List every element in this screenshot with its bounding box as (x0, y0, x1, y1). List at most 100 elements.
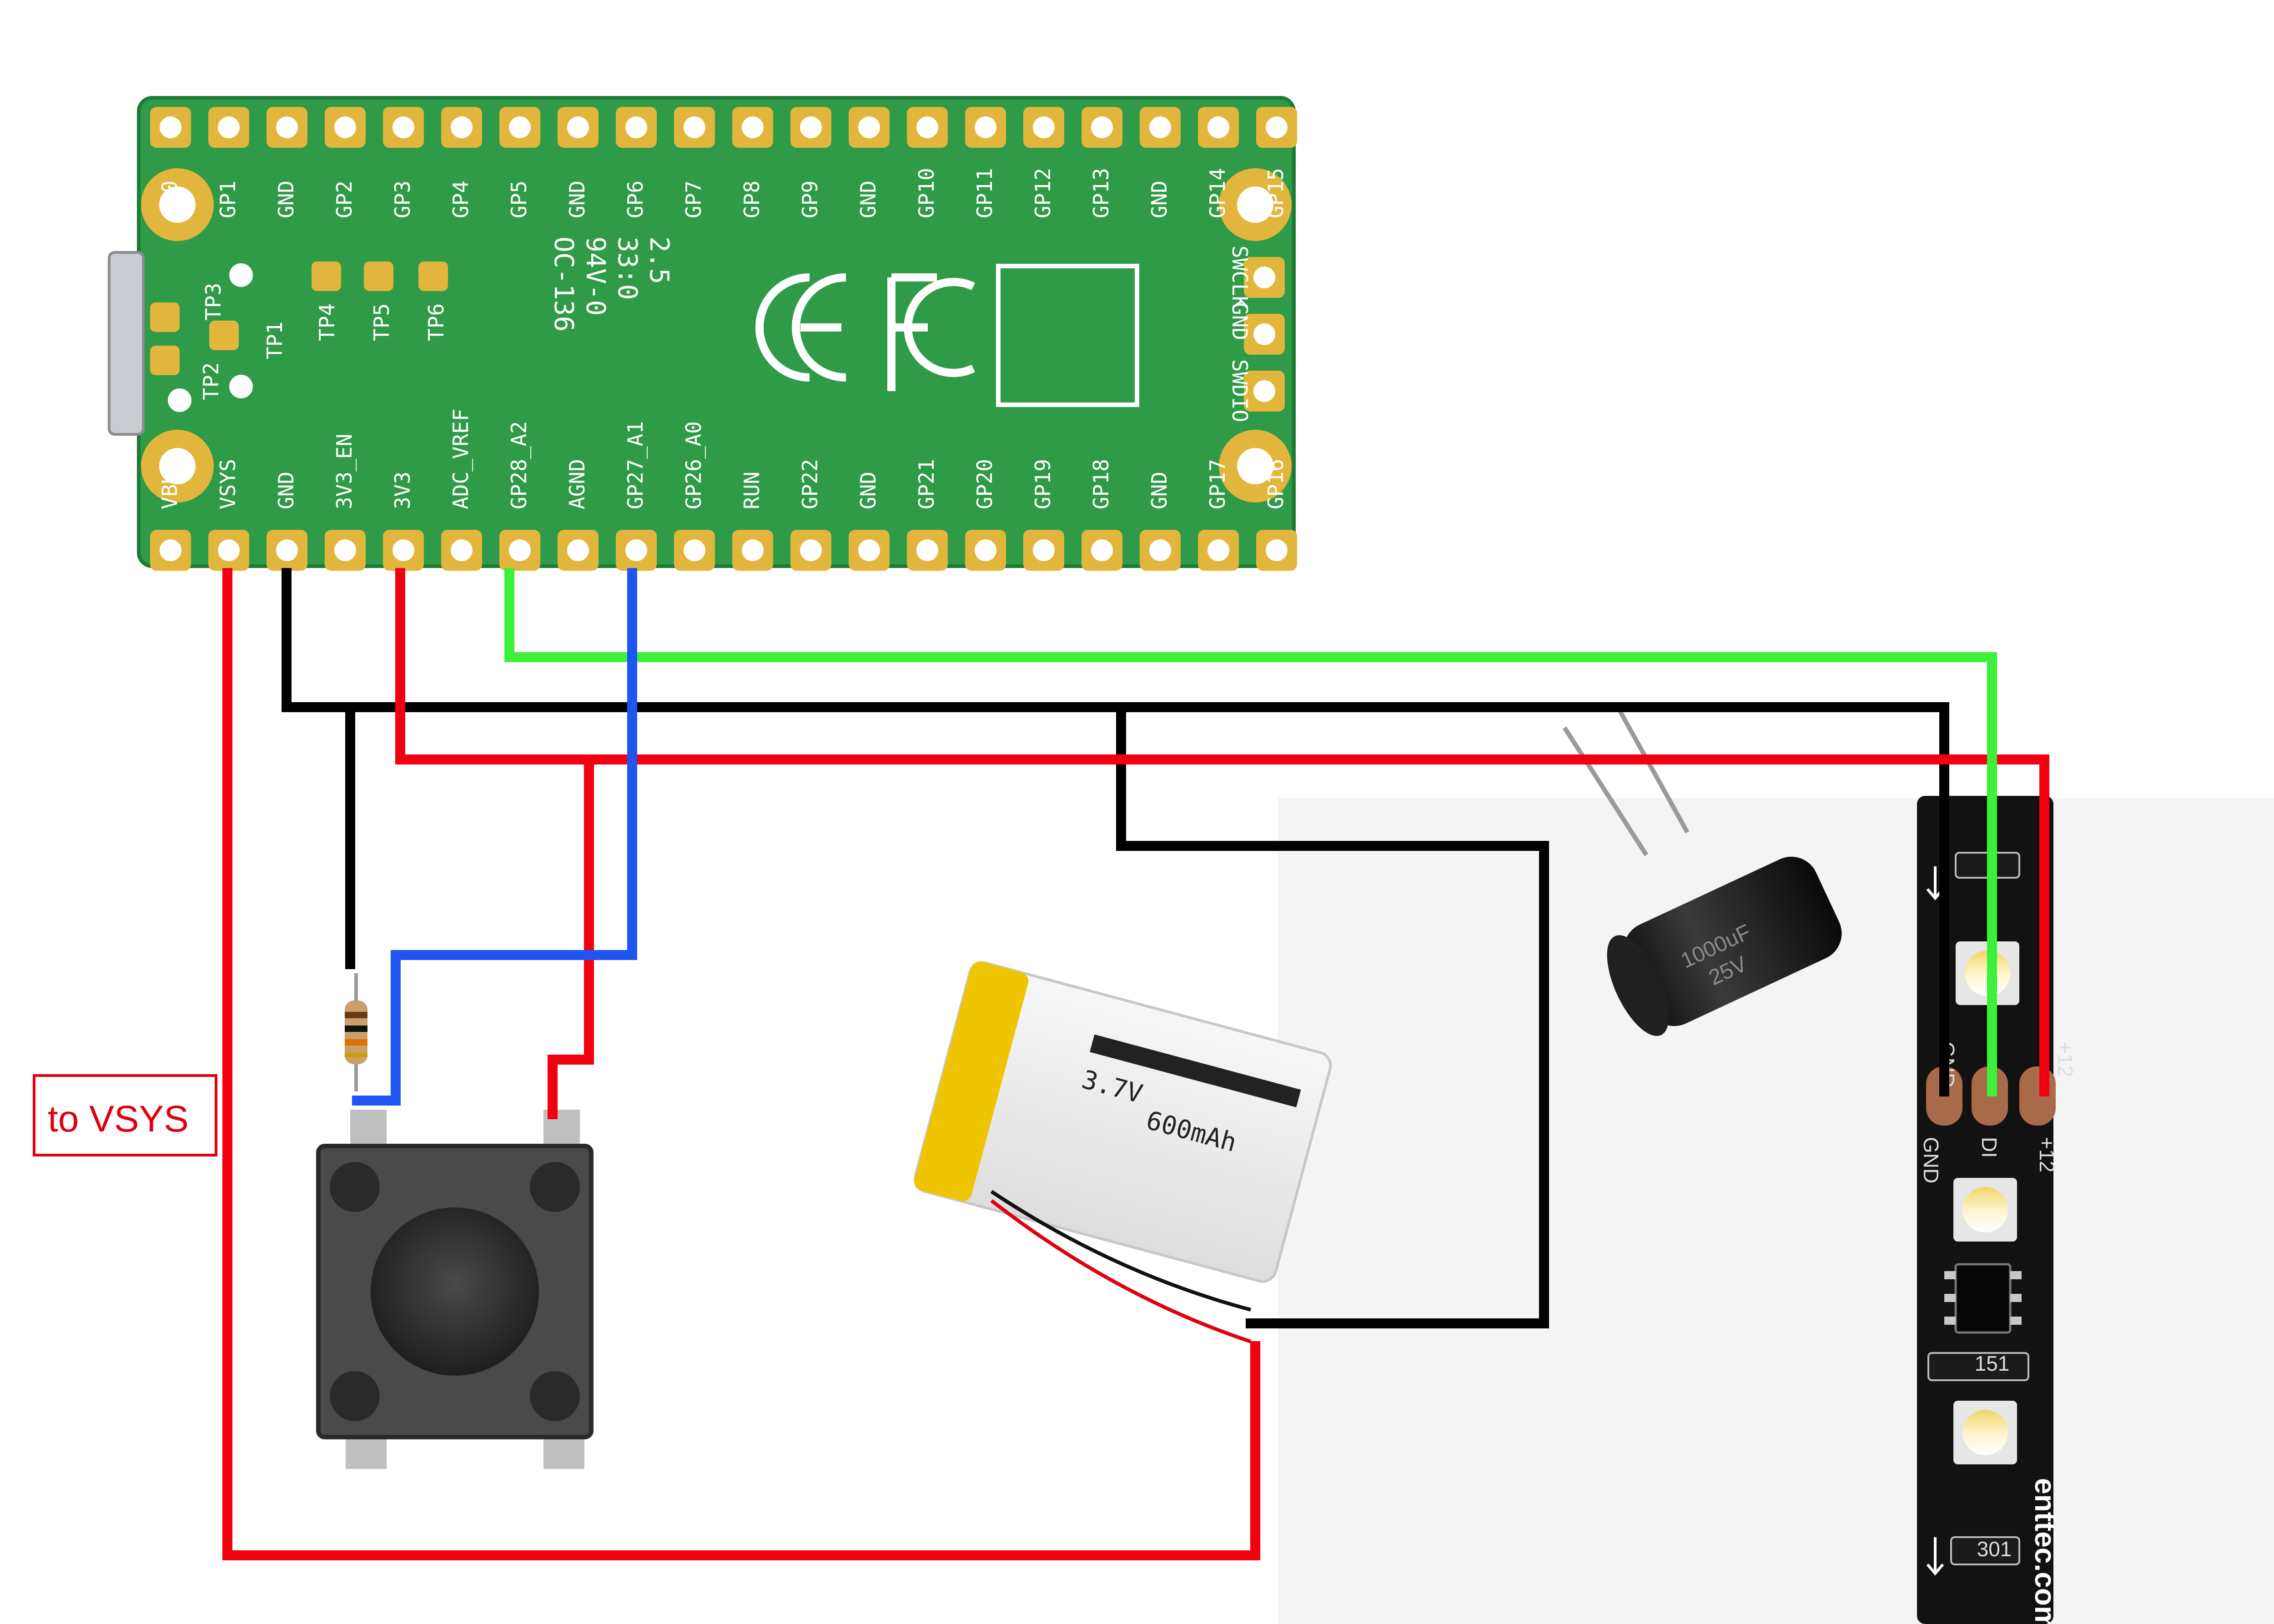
debug-pin-label: SWDIO (1228, 359, 1252, 422)
capacitor: 1000uF 25V (1562, 708, 1842, 1036)
silkscreen-text: OC-136 94V-0 33:0 2.5 (548, 236, 675, 332)
test-point-label: TP6 (424, 303, 448, 341)
pin-hole (1149, 116, 1171, 138)
test-point-label: TP5 (369, 303, 394, 341)
pin-label: GP0 (157, 181, 182, 218)
pin-label: GND (274, 472, 298, 509)
pin-hole (1033, 539, 1055, 561)
debug-pin-label: GND (1228, 302, 1252, 340)
pad-label-gnd: GND (1919, 1137, 1943, 1183)
pin-label: GP15 (1263, 168, 1288, 218)
silkscreen-graphics (755, 273, 975, 391)
test-point-label: TP3 (201, 283, 226, 321)
pin-label: GP4 (448, 181, 473, 218)
pin-label: AGND (565, 459, 589, 509)
svg-text:94V-0: 94V-0 (580, 236, 611, 316)
ce-mark-icon (755, 273, 810, 382)
debug-hole (1253, 380, 1275, 402)
svg-text:OC-136: OC-136 (548, 236, 579, 332)
pin-label: GP9 (798, 181, 822, 218)
pin-hole (451, 539, 473, 561)
pin-label: GND (1147, 181, 1172, 218)
pin-hole (276, 539, 298, 561)
pin-label: GP16 (1263, 459, 1288, 509)
pin-label: GP5 (507, 181, 531, 218)
pin-label: VBUS (157, 459, 182, 509)
pin-hole (742, 539, 764, 561)
marking-box (996, 264, 1139, 407)
pad-plus12 (2019, 1066, 2056, 1126)
pin-label: GP3 (390, 181, 415, 218)
chip-label: 301 (1977, 1537, 2012, 1561)
pin-hole (975, 116, 996, 138)
vsys-callout: to VSYS (33, 1074, 217, 1156)
pin-label: GP18 (1089, 459, 1113, 509)
pin-label: VSYS (216, 459, 240, 509)
pin-label: GP26_A0 (681, 421, 706, 509)
pin-label: GND (565, 181, 589, 218)
pin-label: 3V3 (390, 472, 415, 509)
wire-ground-bus (282, 568, 1949, 1096)
pin-hole (800, 539, 822, 561)
pin-hole (276, 116, 298, 138)
wire-data (504, 568, 1997, 1096)
pin-hole (1091, 116, 1113, 138)
pin-label: GP7 (681, 181, 706, 218)
pin-label: GP12 (1031, 168, 1055, 218)
pin-label: RUN (740, 472, 764, 509)
pin-hole (1033, 116, 1055, 138)
pin-hole (567, 116, 589, 138)
pcb (137, 96, 1296, 568)
pin-hole (916, 539, 938, 561)
pin-hole (509, 539, 531, 561)
test-point-label: TP2 (199, 362, 223, 400)
chip-label: 151 (1975, 1352, 2010, 1375)
pin-hole (1091, 539, 1113, 561)
pin-hole (625, 539, 647, 561)
pin-hole (858, 539, 880, 561)
pin-label: GP6 (623, 181, 648, 218)
pin-hole (916, 116, 938, 138)
pin-label: GP14 (1205, 168, 1230, 218)
pin-hole (334, 539, 356, 561)
pin-hole (218, 116, 240, 138)
pin-label: GP22 (798, 459, 822, 509)
arrow-down-icon (1926, 1537, 1944, 1576)
led-emitter (1962, 1410, 2008, 1455)
bottom-pin-header (150, 530, 1297, 571)
debug-header (1244, 257, 1285, 412)
pin-hole (858, 116, 880, 138)
callout-text: to VSYS (48, 1098, 189, 1140)
pin-hole (1266, 116, 1288, 138)
wire-3v3-bus (395, 568, 2049, 1096)
pin-hole (392, 539, 414, 561)
pad-label-plus12: +12 (2035, 1137, 2059, 1172)
usb-connector (108, 251, 145, 436)
pin-hole (392, 116, 414, 138)
pin-hole (625, 116, 647, 138)
resistor (345, 973, 367, 1091)
pin-hole (1207, 116, 1229, 138)
driver-ic (1954, 1263, 2012, 1334)
pin-label: GND (1147, 472, 1172, 509)
pin-hole (451, 116, 473, 138)
pin-hole (160, 539, 181, 561)
pad-label-di: DI (1977, 1137, 2001, 1158)
pin-label: GP27_A1 (623, 421, 648, 509)
strip-resistor (1927, 1352, 2029, 1381)
pin-label: GP28_A2 (507, 421, 531, 509)
fcc-mark-icon (904, 278, 975, 377)
pin-hole (1266, 539, 1288, 561)
strip-brand: enttec.com (2029, 1478, 2062, 1624)
pin-hole (334, 116, 356, 138)
pin-hole (1149, 539, 1171, 561)
svg-text:2.5: 2.5 (644, 236, 675, 284)
debug-hole (1253, 323, 1275, 345)
pin-label: GND (856, 472, 880, 509)
pin-hole (509, 116, 531, 138)
pin-label: ADC_VREF (448, 408, 473, 509)
ce-mark-icon (792, 273, 846, 382)
led-emitter (1962, 1187, 2008, 1232)
pin-hole (218, 539, 240, 561)
